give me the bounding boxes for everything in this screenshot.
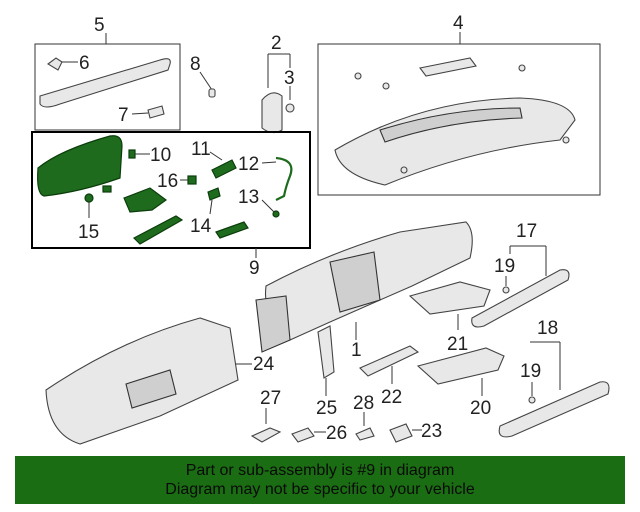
callout-4: 4	[453, 13, 464, 34]
disclaimer-banner: Part or sub-assembly is #9 in diagram Di…	[15, 456, 625, 504]
callout-25: 25	[316, 398, 337, 419]
trim-panel-17-part	[471, 269, 570, 328]
disclaimer-line-2: Diagram may not be specific to your vehi…	[165, 481, 475, 498]
leader-8	[199, 71, 213, 91]
callout-18: 18	[537, 318, 558, 339]
callout-12: 12	[238, 154, 259, 175]
callout-14: 14	[190, 216, 212, 237]
leader-11	[209, 151, 223, 161]
clip-7-part	[147, 105, 165, 119]
part-group-8	[199, 71, 216, 98]
screw-19a	[502, 286, 510, 294]
callout-17: 17	[516, 221, 537, 242]
callout-9: 9	[249, 258, 260, 279]
part-group-20	[416, 347, 505, 396]
callout-22: 22	[381, 387, 402, 408]
bracket-25-part	[317, 325, 335, 379]
pillar-trim-part	[39, 58, 171, 108]
ip-side-bracket-part	[255, 295, 291, 353]
callout-23: 23	[421, 421, 442, 442]
callout-10: 10	[150, 145, 171, 166]
tray-clip-e	[400, 166, 408, 174]
part-13	[272, 210, 280, 218]
tray-clip-c	[518, 64, 526, 72]
wire-harness-12	[275, 156, 293, 201]
part-11	[211, 159, 237, 179]
part-group-17	[471, 245, 570, 328]
clip-27-part	[250, 427, 282, 443]
callout-13: 13	[238, 187, 259, 208]
trim-panel-18-part	[498, 381, 610, 438]
callout-28: 28	[353, 393, 374, 414]
part-group-small	[250, 408, 422, 443]
tray-clip-b	[382, 82, 390, 90]
ip-center-duct-part	[329, 251, 381, 313]
clip-6-part	[47, 57, 63, 71]
tray-clip-d	[562, 136, 570, 144]
part-group-21	[408, 281, 491, 330]
callout-2: 2	[271, 33, 282, 54]
callout-15: 15	[78, 222, 99, 243]
clip-28-part	[355, 427, 375, 441]
clip-26-part	[291, 427, 315, 443]
callout-19b: 19	[520, 361, 541, 382]
latch-rod-part	[215, 221, 249, 239]
callout-19a: 19	[494, 256, 515, 277]
part-stop	[102, 185, 112, 193]
part-14	[207, 187, 221, 201]
hinge-bracket-part	[123, 187, 168, 213]
screw-19b	[528, 396, 536, 404]
part-group-9	[31, 131, 311, 258]
speaker-grille-part	[261, 92, 283, 134]
leader-14	[209, 199, 213, 215]
callout-16: 16	[157, 171, 178, 192]
clip-3-part	[285, 103, 295, 113]
part-group-24	[45, 317, 252, 445]
duct-20-part	[416, 347, 505, 385]
frame-9	[31, 131, 311, 249]
glove-box-door-part	[37, 135, 123, 197]
callout-26: 26	[326, 423, 347, 444]
frame-4	[317, 43, 601, 196]
clip-8-part	[208, 88, 216, 98]
part-group-4	[317, 32, 601, 196]
callout-1: 1	[351, 340, 362, 361]
glove-box-strip-part	[132, 215, 184, 245]
leader-12	[261, 161, 277, 164]
tray-channel-part	[379, 107, 523, 143]
callout-6: 6	[79, 53, 90, 74]
tray-clip-a	[354, 72, 362, 80]
tray-bracket-part	[419, 57, 477, 77]
duct-22-part	[359, 345, 420, 377]
disclaimer-line-1: Part or sub-assembly is #9 in diagram	[185, 462, 455, 479]
part-15	[84, 193, 94, 203]
part-group-22	[359, 345, 420, 384]
frame-5	[34, 43, 181, 131]
part-group-18	[498, 341, 610, 438]
duct-21-part	[408, 281, 491, 315]
leader-13	[261, 199, 275, 213]
part-group-5	[34, 33, 181, 131]
callout-5: 5	[94, 15, 105, 36]
part-group-25	[317, 325, 335, 396]
callout-20: 20	[470, 398, 491, 419]
clip-23-part	[389, 423, 413, 443]
part-group-1	[255, 221, 473, 353]
callout-8: 8	[190, 54, 201, 75]
callout-21: 21	[447, 334, 468, 355]
leader-7	[131, 112, 149, 115]
callout-24: 24	[253, 354, 275, 375]
package-tray-part	[334, 97, 576, 186]
part-group-2-3	[261, 53, 295, 134]
part-10	[128, 149, 136, 159]
callout-27: 27	[260, 388, 281, 409]
part-16	[187, 175, 197, 185]
callout-11: 11	[191, 139, 211, 160]
callout-3: 3	[284, 68, 295, 89]
ip-24-vent-part	[125, 369, 177, 409]
callout-7: 7	[118, 105, 129, 126]
